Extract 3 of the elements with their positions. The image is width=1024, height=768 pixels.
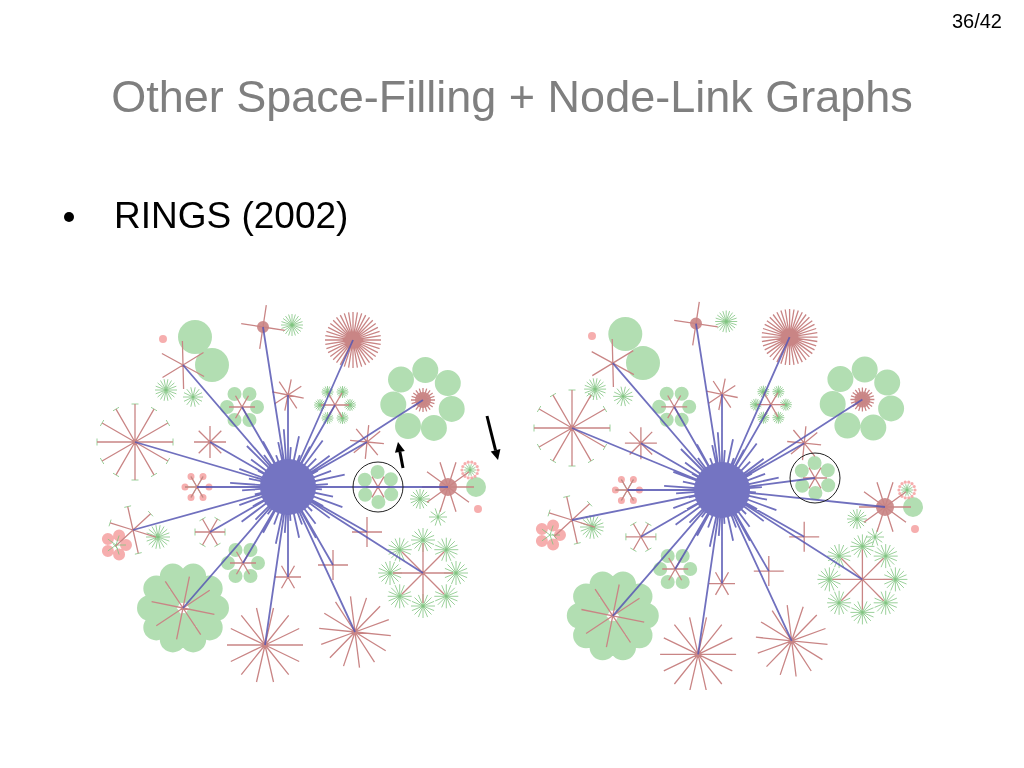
bullet-text: RINGS (2002) bbox=[114, 194, 349, 238]
slide-title: Other Space-Filling + Node-Link Graphs bbox=[111, 70, 913, 124]
page-number: 36/42 bbox=[951, 9, 1002, 34]
